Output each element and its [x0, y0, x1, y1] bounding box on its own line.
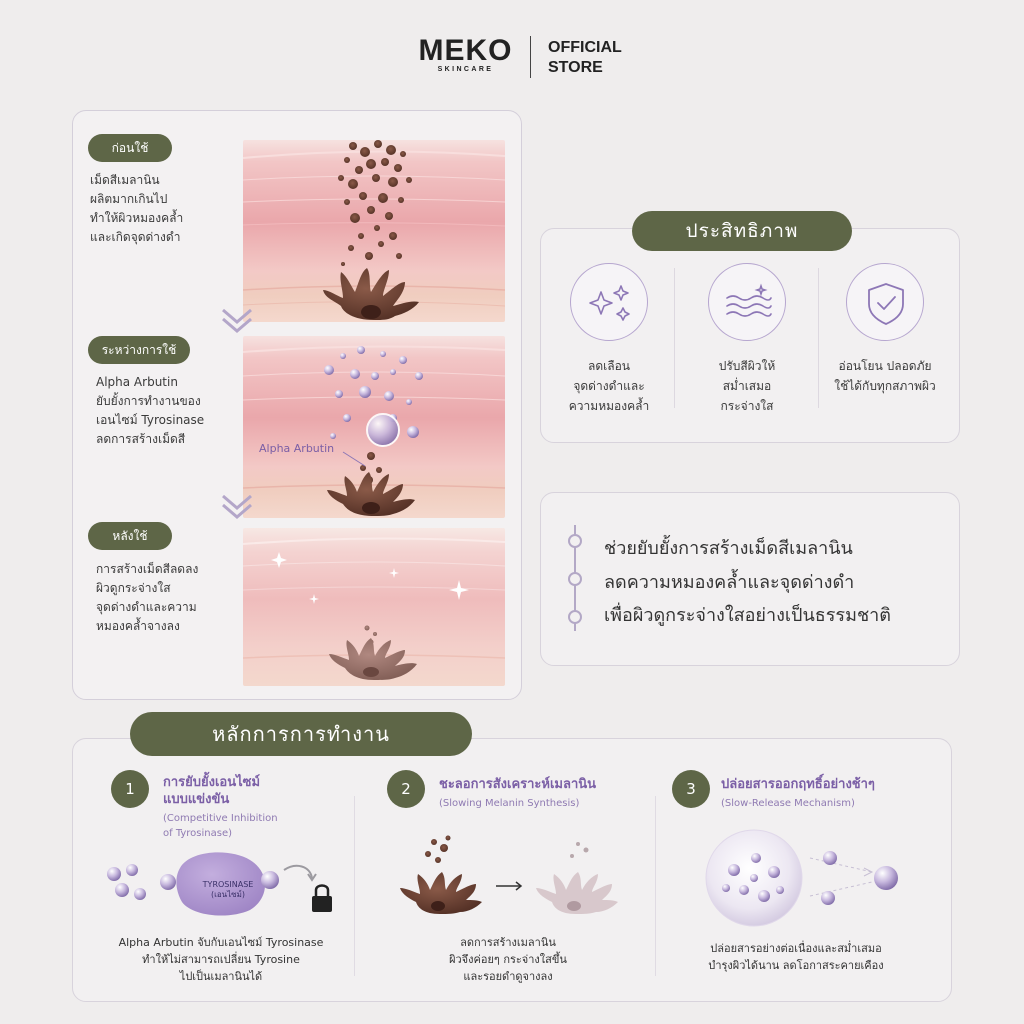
mechanism-divider	[655, 796, 656, 976]
mechanism-1-description: Alpha Arbutin จับกับเอนไซม์ Tyrosinase ท…	[118, 936, 324, 983]
mechanism-3-description: ปล่อยสารอย่างต่อเนื่องและสม่ำเสมอ บำรุงผ…	[708, 942, 884, 972]
enzyme-inhibition-illustration	[107, 852, 332, 916]
brand-subtitle: SKINCARE	[437, 66, 494, 73]
efficacy-text-1: ลดเลือน จุดด่างดำและ ความหมองคล้ำ	[568, 359, 650, 413]
summary-bullet	[568, 534, 582, 548]
shield-check-icon	[868, 283, 904, 325]
skin-before-illustration	[243, 140, 505, 322]
summary-line-1: ช่วยยับยั้งการสร้างเม็ดสีเมลานิน	[604, 538, 853, 559]
summary-line-3: เพื่อผิวดูกระจ่างใสอย่างเป็นธรรมชาติ	[604, 605, 891, 626]
efficacy-icon-1	[570, 263, 648, 341]
stage-after-text: การสร้างเม็ดสีลดลง ผิวดูกระจ่างใส จุดด่า…	[96, 562, 199, 633]
efficacy-icon-3	[846, 263, 924, 341]
mechanism-divider	[354, 796, 355, 976]
alpha-arbutin-annotation: Alpha Arbutin	[259, 442, 335, 455]
efficacy-divider	[674, 268, 675, 408]
mechanism-title: หลักการการทำงาน	[130, 712, 472, 756]
mechanism-number-2: 2	[387, 770, 425, 808]
brand-logo: MEKO SKINCARE	[418, 36, 513, 78]
mechanism-2-description: ลดการสร้างเมลานิน ผิวจึงค่อยๆ กระจ่างใสข…	[449, 936, 567, 983]
mechanism-2-subtitle: (Slowing Melanin Synthesis)	[439, 798, 580, 809]
arbutin-particles	[324, 346, 423, 447]
official-store-label: OFFICIAL STORE	[548, 39, 622, 76]
melanocyte-cell	[323, 268, 419, 320]
stage-during-badge: ระหว่างการใช้	[88, 336, 190, 364]
efficacy-icon-2	[708, 263, 786, 341]
melanin-reduction-illustration	[400, 835, 618, 914]
brand-name: MEKO	[418, 34, 513, 67]
stage-before-badge: ก่อนใช้	[88, 134, 172, 162]
summary-bullet	[568, 572, 582, 586]
stage-after-badge: หลังใช้	[88, 522, 172, 550]
melanocyte-cell	[327, 472, 415, 516]
enzyme-label: TYROSINASE (เอนไซม์)	[202, 880, 254, 899]
efficacy-title: ประสิทธิภาพ	[632, 211, 852, 251]
skin-during-illustration	[243, 336, 505, 518]
summary-panel	[540, 492, 960, 666]
skin-after-illustration	[243, 528, 505, 686]
summary-bullet	[568, 610, 582, 624]
efficacy-text-3: อ่อนโยน ปลอดภัย ใช้ได้กับทุกสภาพผิว	[834, 359, 936, 393]
mechanism-1-subtitle: (Competitive Inhibition of Tyrosinase)	[163, 813, 278, 839]
slow-release-illustration	[705, 829, 898, 927]
sparkle-highlights	[271, 552, 469, 604]
mechanism-1-title: การยับยั้งเอนไซม์ แบบแข่งขัน	[163, 775, 261, 807]
mechanism-3-subtitle: (Slow-Release Mechanism)	[721, 798, 855, 809]
wave-icon	[726, 283, 772, 317]
efficacy-text-2: ปรับสีผิวให้ สม่ำเสมอ กระจ่างใส	[718, 359, 776, 413]
sparkle-icon	[589, 285, 630, 321]
melanin-granules	[338, 140, 412, 266]
stage-before-text: เม็ดสีเมลานิน ผลิตมากเกินไป ทำให้ผิวหมอง…	[90, 173, 184, 244]
mechanism-3-title: ปล่อยสารออกฤทธิ์อย่างช้าๆ	[721, 777, 875, 792]
chevron-down-icon	[222, 494, 252, 519]
chevron-down-icon	[222, 308, 252, 333]
stage-during-text: Alpha Arbutin ยับยั้งการทำงานของ เอนไซม์…	[96, 375, 205, 446]
efficacy-divider	[818, 268, 819, 408]
mechanism-number-3: 3	[672, 770, 710, 808]
melanocyte-cell	[329, 638, 417, 680]
mechanism-2-title: ชะลอการสังเคราะห์เมลานิน	[439, 777, 597, 792]
summary-line-2: ลดความหมองคล้ำและจุดด่างดำ	[604, 572, 855, 593]
mechanism-number-1: 1	[111, 770, 149, 808]
header-divider	[530, 36, 531, 78]
